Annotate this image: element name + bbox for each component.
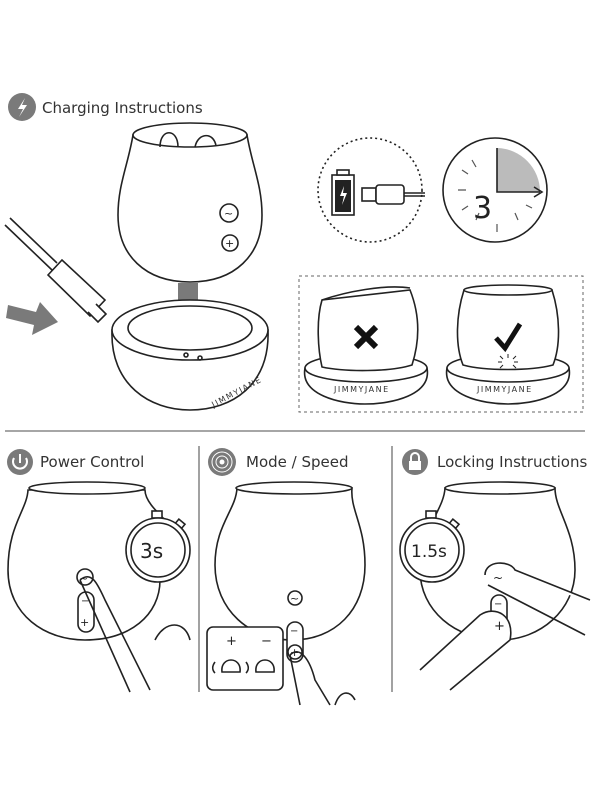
section-title-power: Power Control <box>40 453 144 471</box>
check-icon <box>494 322 523 353</box>
charging-base: JIMMYJANE <box>111 299 269 411</box>
stopwatch-icon: 3s <box>125 510 191 583</box>
stopwatch-icon: 1.5s <box>399 510 465 583</box>
x-icon <box>353 324 379 350</box>
svg-text:−: − <box>494 599 502 610</box>
svg-text:+: + <box>494 619 505 634</box>
svg-text:−: − <box>81 596 89 607</box>
svg-text:~: ~ <box>493 571 503 585</box>
svg-text:~: ~ <box>290 592 299 605</box>
svg-text:−: − <box>261 634 272 649</box>
section-title-mode: Mode / Speed <box>246 453 348 471</box>
hold-duration: 1.5s <box>411 542 447 562</box>
brand-logo: JIMMYJANE <box>333 385 390 394</box>
mode-speed-panel: Mode / Speed ~ − + + − <box>206 448 366 706</box>
svg-text:+: + <box>80 616 89 629</box>
charge-time-clock: 3 <box>442 137 548 243</box>
insert-arrow-icon <box>6 302 58 335</box>
device-illustration: ~ + <box>117 122 263 283</box>
charging-header: Charging Instructions <box>8 93 203 121</box>
hold-duration: 3s <box>140 539 163 563</box>
section-title-charging: Charging Instructions <box>42 99 203 117</box>
svg-text:~: ~ <box>224 207 233 220</box>
svg-text:−: − <box>290 626 298 637</box>
usb-charging-indicator <box>317 137 425 243</box>
usb-icon <box>375 184 405 205</box>
locking-panel: Locking Instructions − ~ + 1.5s <box>399 449 591 691</box>
incorrect-placement: JIMMYJANE <box>303 286 429 405</box>
charge-hours: 3 <box>473 191 492 226</box>
speed-legend <box>206 626 284 691</box>
svg-text:+: + <box>226 634 237 649</box>
correct-placement: JIMMYJANE <box>445 284 571 405</box>
usb-c-cable <box>4 217 108 324</box>
brand-logo: JIMMYJANE <box>476 385 533 394</box>
power-control-panel: Power Control ~ − + 3s <box>7 449 191 693</box>
section-title-locking: Locking Instructions <box>437 453 587 471</box>
svg-text:+: + <box>225 237 234 250</box>
